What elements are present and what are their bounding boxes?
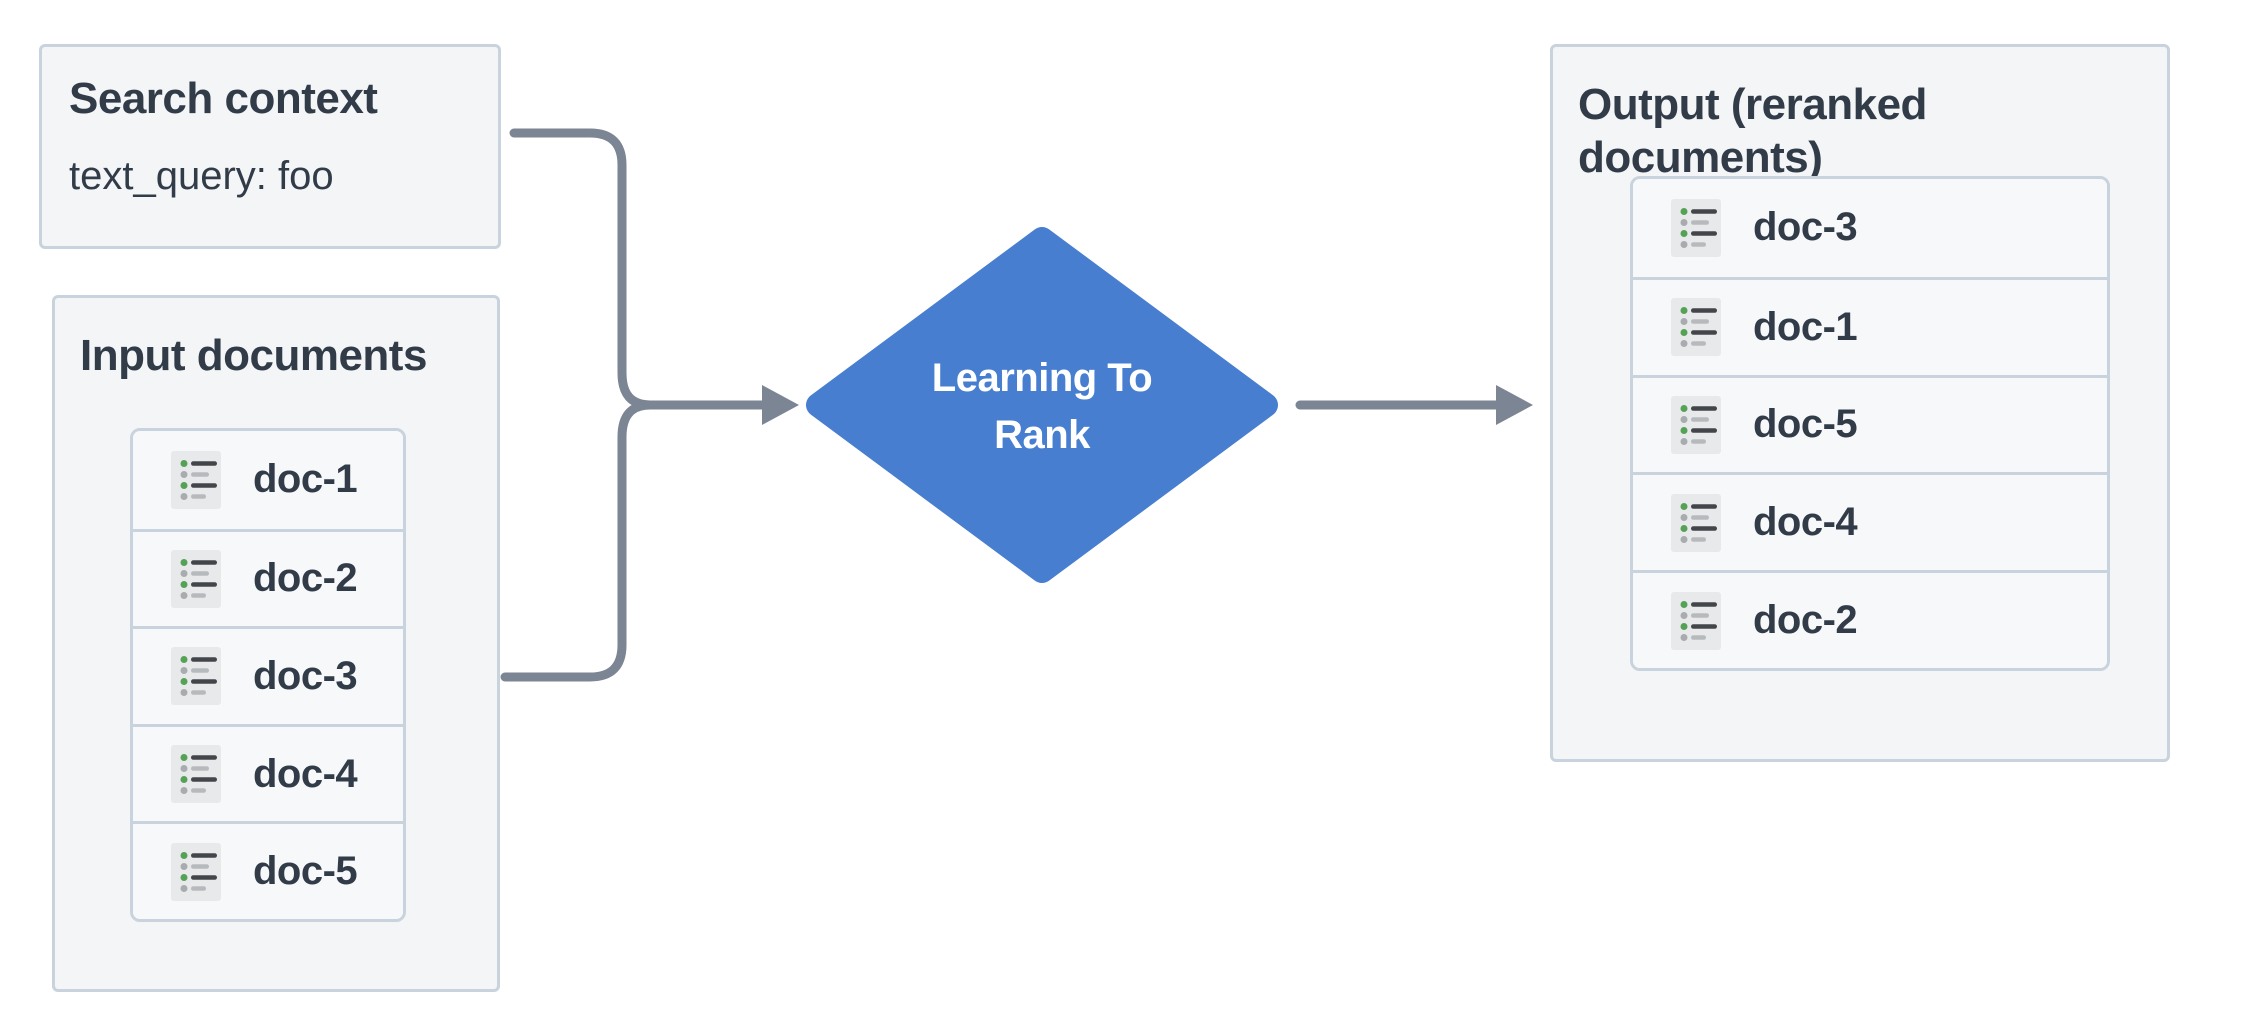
search-context-title: Search context: [69, 74, 378, 123]
list-item: doc-1: [133, 431, 403, 529]
doc-label: doc-4: [253, 751, 358, 796]
output-documents-panel: Output (reranked documents) doc-3 doc-1 …: [1550, 44, 2170, 762]
doc-label: doc-4: [1753, 500, 1858, 545]
search-context-panel: Search context text_query: foo: [39, 44, 501, 249]
search-context-query: text_query: foo: [69, 153, 334, 198]
output-documents-list: doc-3 doc-1 doc-5 doc-4 doc-2: [1630, 176, 2110, 671]
input-documents-title: Input documents: [80, 331, 427, 380]
list-item: doc-5: [1633, 374, 2107, 473]
doc-label: doc-3: [1753, 205, 1858, 250]
doc-label: doc-2: [253, 556, 358, 601]
input-documents-list: doc-1 doc-2 doc-3 doc-4 doc-5: [130, 428, 406, 922]
list-item: doc-5: [133, 821, 403, 919]
doc-label: doc-5: [253, 849, 358, 894]
connector-search-context: [509, 128, 655, 410]
document-list-icon: [1671, 198, 1721, 257]
doc-label: doc-3: [253, 653, 358, 698]
list-item: doc-3: [133, 626, 403, 724]
document-list-icon: [171, 745, 221, 804]
document-list-icon: [171, 842, 221, 901]
document-list-icon: [171, 647, 221, 706]
document-list-icon: [171, 450, 221, 509]
list-item: doc-2: [1633, 570, 2107, 668]
document-list-icon: [1671, 493, 1721, 552]
output-documents-title: Output (reranked documents): [1578, 80, 1927, 182]
list-item: doc-3: [1633, 179, 2107, 277]
merge-arrowhead-icon: [762, 385, 799, 425]
list-item: doc-4: [1633, 472, 2107, 571]
ltr-diamond-label: Learning To Rank: [842, 350, 1242, 464]
doc-label: doc-1: [1753, 304, 1858, 349]
document-list-icon: [1671, 591, 1721, 650]
document-list-icon: [1671, 298, 1721, 357]
connector-input-documents: [500, 400, 655, 682]
output-arrowhead-icon: [1496, 385, 1533, 425]
doc-label: doc-2: [1753, 598, 1858, 643]
list-item: doc-4: [133, 723, 403, 822]
document-list-icon: [171, 549, 221, 608]
doc-label: doc-1: [253, 457, 358, 502]
list-item: doc-2: [133, 528, 403, 627]
document-list-icon: [1671, 395, 1721, 454]
input-documents-panel: Input documents doc-1 doc-2 doc-3 doc-4 …: [52, 295, 500, 992]
list-item: doc-1: [1633, 276, 2107, 375]
ltr-label-line1: Learning To: [931, 356, 1153, 400]
ltr-label-line2: Rank: [994, 413, 1090, 457]
doc-label: doc-5: [1753, 402, 1858, 447]
